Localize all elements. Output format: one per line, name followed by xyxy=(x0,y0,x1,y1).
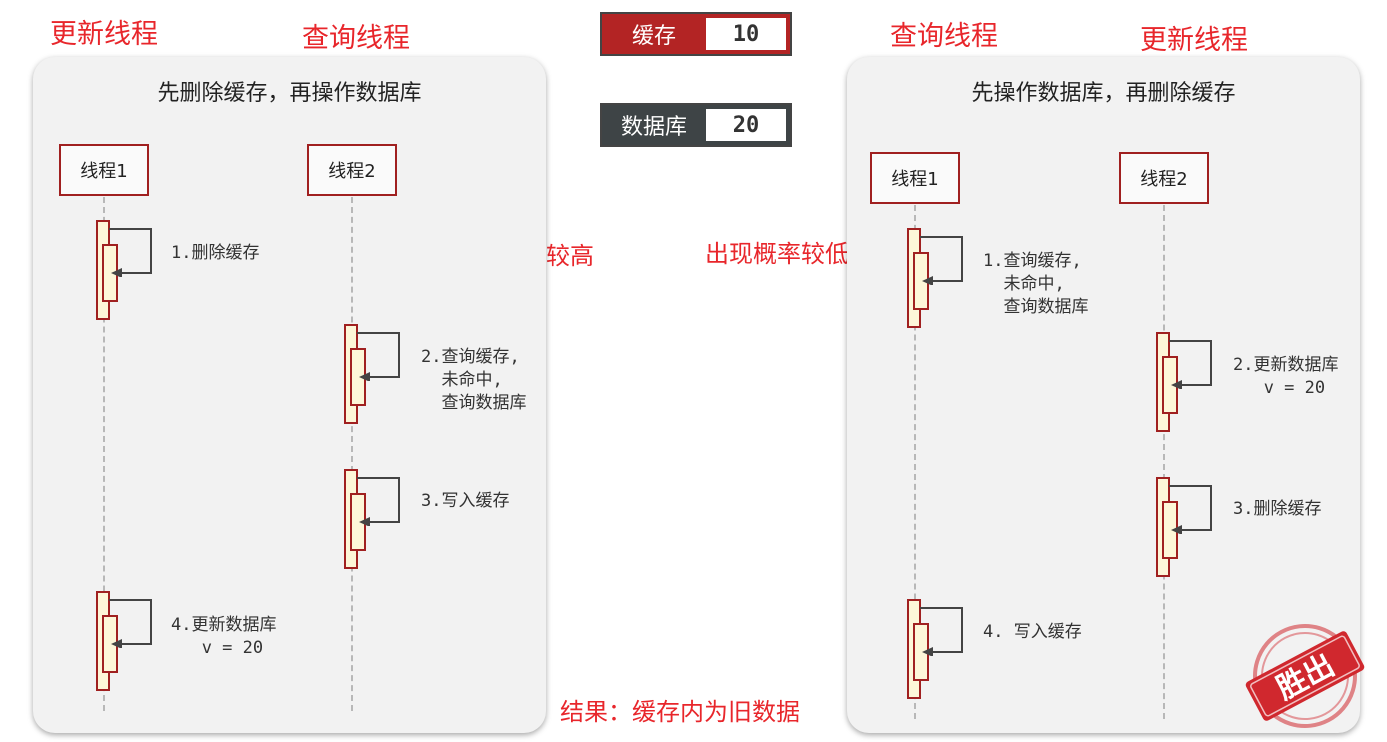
right-update-thread-label: 更新线程 xyxy=(1140,25,1248,56)
right-thread2-box: 线程2 xyxy=(1119,152,1209,204)
left-step2-text: 2.查询缓存, 未命中, 查询数据库 xyxy=(421,347,527,413)
cache-state-box: 缓存 10 xyxy=(600,12,792,56)
right-panel-title: 先操作数据库，再删除缓存 xyxy=(971,81,1236,106)
left-step3-self-arrow xyxy=(357,477,400,526)
probability-low-label: 出现概率较低 xyxy=(705,240,849,268)
right-step4-text: 4. 写入缓存 xyxy=(983,622,1082,642)
left-update-thread-label: 更新线程 xyxy=(50,19,158,50)
right-thread2-lifeline xyxy=(1163,205,1165,719)
left-sequence-panel: 先删除缓存，再操作数据库 线程1 线程2 1.删除缓存 2.查询缓存, 未命中,… xyxy=(33,57,546,733)
left-thread1-box: 线程1 xyxy=(59,144,149,196)
left-step1-text: 1.删除缓存 xyxy=(171,243,260,263)
right-step1-self-arrow xyxy=(920,236,963,285)
right-step2-text: 2.更新数据库 v = 20 xyxy=(1233,355,1339,398)
right-sequence-panel: 先操作数据库，再删除缓存 线程1 线程2 1.查询缓存, 未命中, 查询数据库 … xyxy=(847,57,1360,733)
left-query-thread-label: 查询线程 xyxy=(302,23,410,54)
right-thread1-box: 线程1 xyxy=(870,152,960,204)
right-step4-self-arrow xyxy=(920,607,963,656)
right-step3-self-arrow xyxy=(1169,485,1212,534)
winner-stamp-icon: 胜出 xyxy=(1245,624,1365,728)
right-step3-text: 3.删除缓存 xyxy=(1233,499,1322,519)
left-step1-self-arrow xyxy=(109,228,152,277)
db-label: 数据库 xyxy=(620,115,687,140)
result-label: 结果：缓存内为旧数据 xyxy=(560,698,800,726)
cache-label: 缓存 xyxy=(631,24,676,49)
right-step1-text: 1.查询缓存, 未命中, 查询数据库 xyxy=(983,251,1089,317)
right-step2-self-arrow xyxy=(1169,340,1212,389)
left-step3-text: 3.写入缓存 xyxy=(421,491,510,511)
left-step4-self-arrow xyxy=(109,599,152,648)
right-query-thread-label: 查询线程 xyxy=(890,21,998,52)
db-value: 20 xyxy=(706,109,786,141)
right-thread1-lifeline xyxy=(914,205,916,719)
left-thread2-lifeline xyxy=(351,197,353,711)
cache-value: 10 xyxy=(706,18,786,50)
db-state-box: 数据库 20 xyxy=(600,103,792,147)
left-step4-text: 4.更新数据库 v = 20 xyxy=(171,615,277,658)
left-step2-self-arrow xyxy=(357,332,400,381)
left-thread1-lifeline xyxy=(103,197,105,711)
left-thread2-box: 线程2 xyxy=(307,144,397,196)
left-panel-title: 先删除缓存，再操作数据库 xyxy=(157,81,422,106)
